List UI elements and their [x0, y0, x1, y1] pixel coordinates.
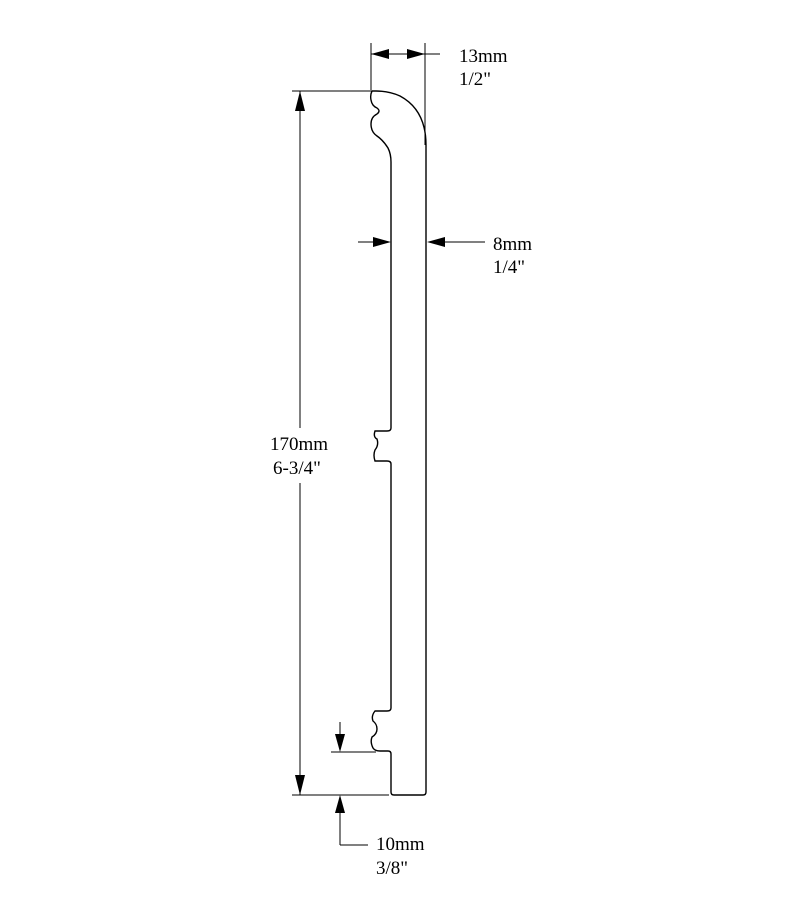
dimension-body-thickness: 8mm 1/4"	[358, 234, 532, 278]
top-thickness-metric: 13mm	[459, 46, 508, 67]
bottom-offset-imperial: 3/8"	[376, 858, 408, 879]
profile-outline	[369, 90, 427, 796]
dimension-bottom-offset: 10mm 3/8"	[331, 722, 425, 879]
height-metric: 170mm	[270, 434, 328, 455]
dimension-top-thickness: 13mm 1/2"	[370, 43, 508, 145]
body-thickness-imperial: 1/4"	[493, 257, 525, 278]
body-thickness-metric: 8mm	[493, 234, 532, 255]
height-imperial: 6-3/4"	[273, 458, 321, 479]
top-thickness-imperial: 1/2"	[459, 69, 491, 90]
bottom-offset-metric: 10mm	[376, 834, 425, 855]
dimension-height: 170mm 6-3/4"	[270, 90, 389, 796]
